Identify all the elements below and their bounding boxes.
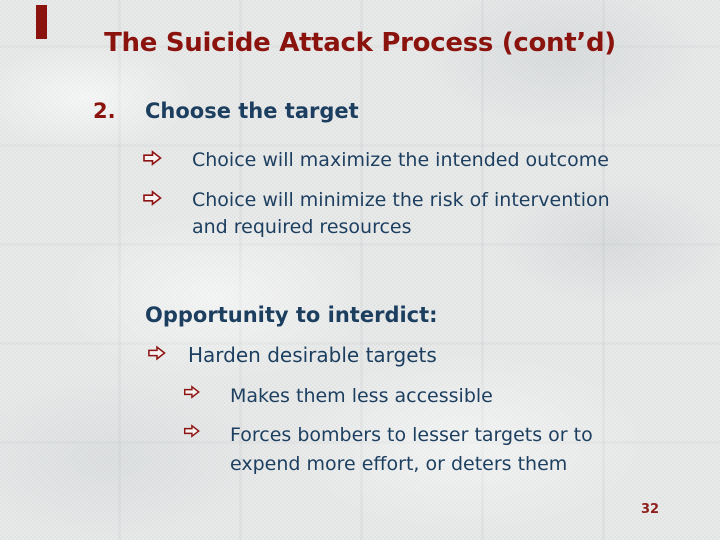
bullet-choice-maximize: Choice will maximize the intended outcom… [142,147,692,174]
sub-bullet-less-accessible: Makes them less accessible [183,382,670,411]
bullet-line: Forces bombers to lesser targets or to [230,424,593,446]
bullet-line: expend more effort, or deters them [230,453,568,475]
arrow-bullet-icon [148,345,166,361]
slide-title: The Suicide Attack Process (cont’d) [104,28,616,58]
bullet-choice-minimize: Choice will minimize the risk of interve… [142,187,692,241]
bullet-text: Choice will maximize the intended outcom… [192,147,692,174]
sub-bullet-forces-bombers: Forces bombers to lesser targets or to e… [183,421,670,479]
template-accent-bar [36,5,47,39]
bullet-line: and required resources [192,216,412,238]
item-number: 2. [93,99,116,123]
item-label: Choose the target [145,99,359,123]
arrow-bullet-icon [143,150,162,166]
bullet-line: Makes them less accessible [230,385,493,407]
bullet-line: Harden desirable targets [188,343,437,367]
bullet-line: Choice will minimize the risk of interve… [192,189,610,211]
page-number: 32 [641,502,660,517]
arrow-bullet-icon [143,190,162,206]
bullet-text: Makes them less accessible [230,382,670,411]
bullet-harden-targets: Harden desirable targets [147,342,668,369]
bullet-text: Harden desirable targets [188,342,668,369]
numbered-heading: 2. Choose the target [93,99,359,123]
arrow-bullet-icon [183,424,200,438]
bullet-line: Choice will maximize the intended outcom… [192,149,609,171]
interdict-heading: Opportunity to interdict: [145,303,438,327]
bullet-text: Choice will minimize the risk of interve… [192,187,692,241]
bullet-text: Forces bombers to lesser targets or to e… [230,421,670,479]
arrow-bullet-icon [183,385,200,399]
